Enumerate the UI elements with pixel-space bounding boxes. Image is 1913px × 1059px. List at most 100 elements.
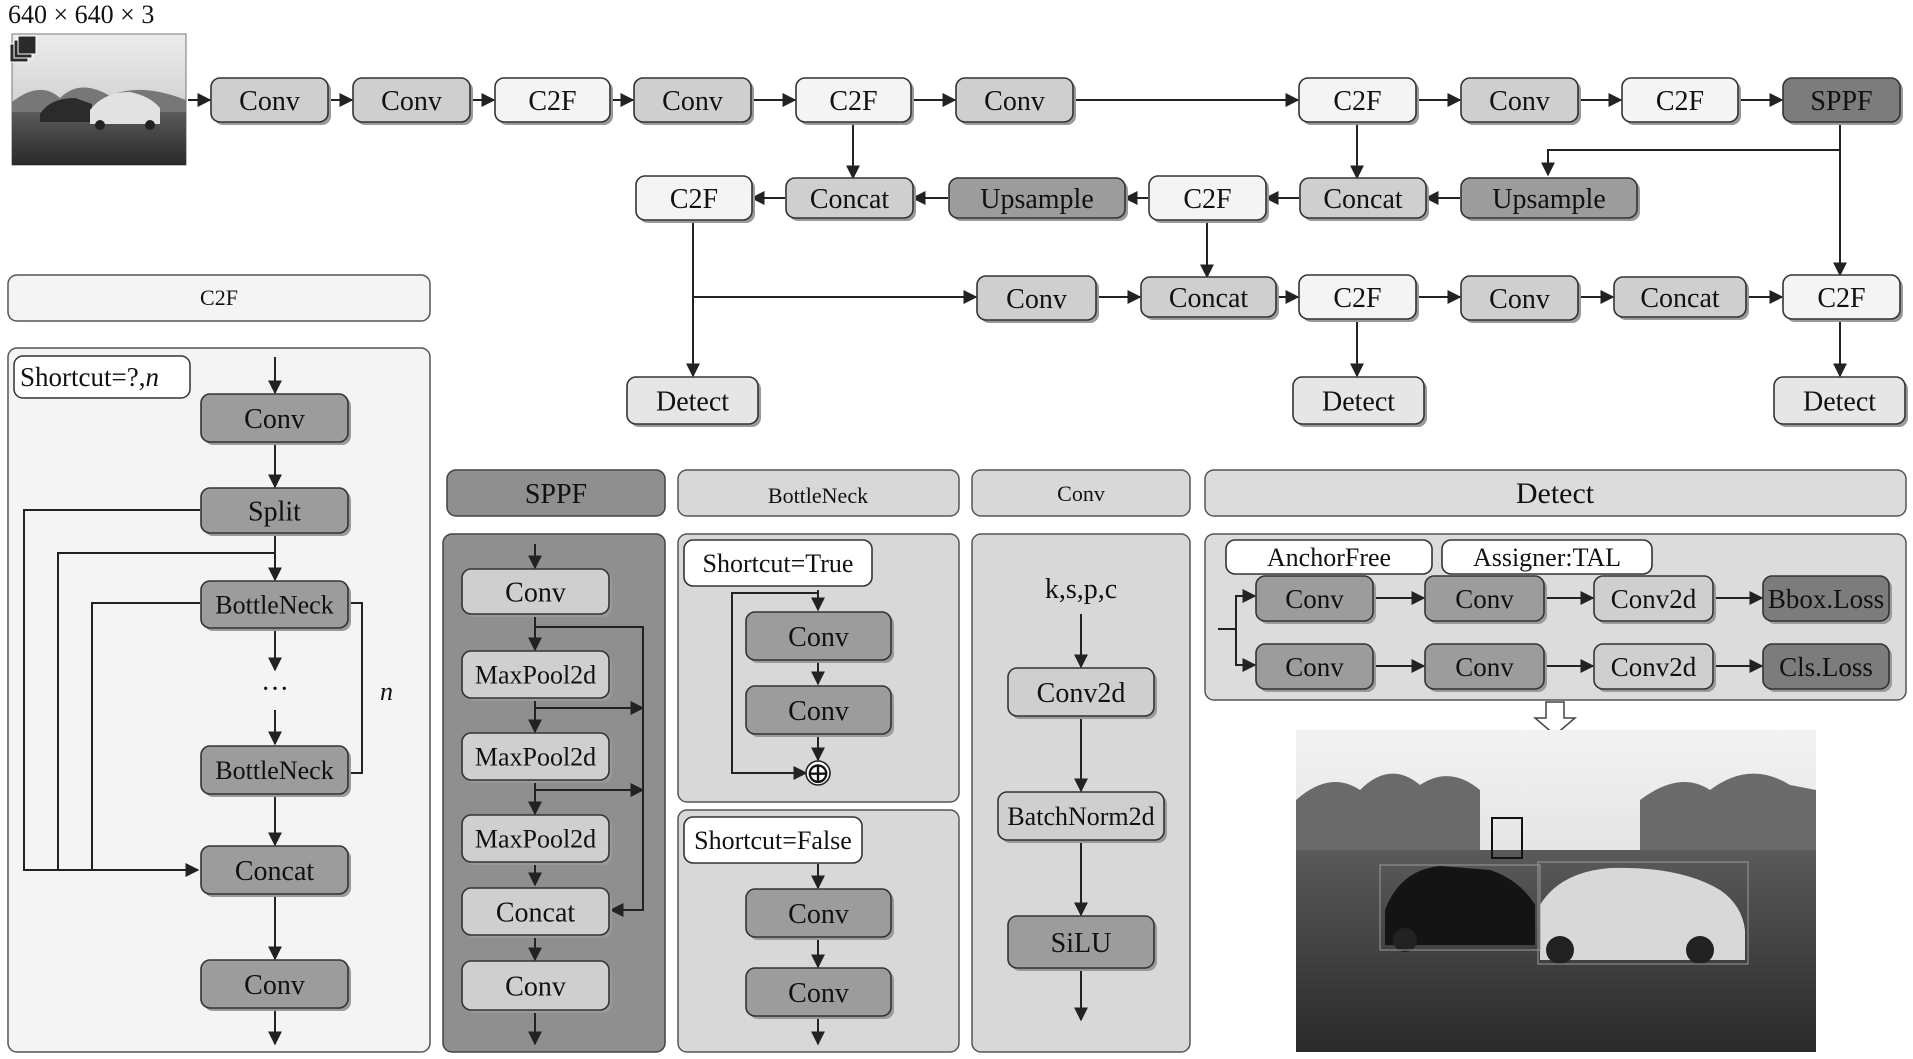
sppf-conv-5-node: Conv bbox=[461, 960, 612, 1013]
detect-row1-conv-node: Conv bbox=[1255, 575, 1376, 624]
detect-row2-conv-label: Conv bbox=[1455, 652, 1514, 682]
backbone-conv-5-node: Conv bbox=[955, 77, 1076, 125]
c2f-module-conv-6-label: Conv bbox=[244, 970, 305, 1001]
neck-row2-upsample-2-node: Upsample bbox=[948, 177, 1128, 221]
connector-lines bbox=[23, 93, 1847, 1046]
detect-head-2-node: Detect bbox=[1773, 376, 1908, 427]
neck-row3-conv-3-node: Conv bbox=[1460, 275, 1581, 323]
c2f-module-split-1-node: Split bbox=[200, 487, 351, 536]
backbone-c2f-8-label: C2F bbox=[1656, 86, 1704, 117]
bottleneck-false-conv-0-label: Conv bbox=[788, 899, 849, 930]
neck-row2-c2f-0-node: C2F bbox=[635, 175, 755, 223]
sppf-maxpool2d-3-node: MaxPool2d bbox=[461, 814, 612, 865]
bottleneck-add-icon: ⊕ bbox=[805, 757, 830, 790]
neck-row2-upsample-5-label: Upsample bbox=[1492, 184, 1606, 215]
bottleneck-module-title: BottleNeck bbox=[768, 483, 868, 508]
detect-row1-conv-label: Conv bbox=[1285, 584, 1344, 614]
conv-params-label: k,s,p,c bbox=[1045, 574, 1117, 605]
backbone-conv-1-node: Conv bbox=[352, 77, 473, 125]
c2f-module-ellipsis: ··· bbox=[261, 674, 289, 705]
sppf-module-title: SPPF bbox=[525, 479, 587, 510]
backbone-c2f-2-label: C2F bbox=[528, 86, 576, 117]
backbone-c2f-2-node: C2F bbox=[494, 77, 613, 125]
c2f-module-split-1-label: Split bbox=[248, 496, 301, 527]
backbone-c2f-4-node: C2F bbox=[795, 77, 914, 125]
bottleneck-module-header bbox=[677, 469, 960, 517]
conv-module-conv2d-node: Conv2d bbox=[1007, 667, 1157, 719]
bottleneck-true-conv-1-node: Conv bbox=[745, 685, 894, 737]
input-image bbox=[9, 33, 187, 166]
detect-module-panel bbox=[1204, 533, 1907, 701]
neck-row2-concat-1-label: Concat bbox=[810, 184, 890, 215]
backbone-conv-0-node: Conv bbox=[210, 77, 331, 125]
detect-tag-anchorfree-node: AnchorFree bbox=[1225, 539, 1433, 575]
sppf-conv-0-node: Conv bbox=[461, 568, 612, 617]
c2f-module-bottleneck-4-label: BottleNeck bbox=[215, 756, 333, 785]
input-shape-label: 640 × 640 × 3 bbox=[8, 0, 154, 29]
sppf-maxpool2d-1-node: MaxPool2d bbox=[461, 650, 612, 701]
c2f-module-concat-5-label: Concat bbox=[235, 856, 315, 887]
sppf-conv-5-label: Conv bbox=[505, 971, 566, 1002]
neck-row2-concat-4-node: Concat bbox=[1299, 177, 1429, 221]
neck-row3-concat-1-label: Concat bbox=[1169, 283, 1249, 314]
conv-module-batchnorm2d-node: BatchNorm2d bbox=[997, 791, 1167, 843]
output-arrow-icon bbox=[1532, 701, 1578, 736]
backbone-conv-3-label: Conv bbox=[662, 86, 723, 117]
backbone-c2f-8-node: C2F bbox=[1621, 77, 1741, 125]
backbone-sppf-9-node: SPPF bbox=[1782, 77, 1903, 125]
bottleneck-shortcut-false-node: Shortcut=False bbox=[683, 816, 863, 864]
bottleneck-add-circle bbox=[805, 760, 831, 786]
c2f-module-bottleneck-2-node: BottleNeck bbox=[200, 580, 351, 631]
bottleneck-false-conv-0-node: Conv bbox=[745, 888, 894, 940]
bottleneck-true-conv-0-label: Conv bbox=[788, 622, 849, 653]
neck-row3-c2f-5-label: C2F bbox=[1817, 283, 1865, 314]
c2f-module-bottleneck-4-node: BottleNeck bbox=[200, 745, 351, 797]
c2f-module-panel bbox=[7, 347, 431, 1053]
sppf-concat-4-label: Concat bbox=[496, 897, 576, 928]
sppf-conv-0-label: Conv bbox=[505, 577, 566, 608]
output-image bbox=[1296, 730, 1816, 1052]
detect-head-0-label: Detect bbox=[656, 386, 729, 417]
c2f-module-concat-5-node: Concat bbox=[200, 845, 351, 897]
detect-row1-bbox-loss-label: Bbox.Loss bbox=[1768, 584, 1884, 614]
backbone-conv-1-label: Conv bbox=[381, 86, 442, 117]
detect-row1-bbox-loss-node: Bbox.Loss bbox=[1762, 575, 1892, 624]
neck-row2-upsample-5-node: Upsample bbox=[1460, 177, 1640, 221]
detect-row2-conv-node: Conv bbox=[1424, 643, 1547, 692]
sppf-concat-4-node: Concat bbox=[461, 887, 612, 938]
detect-row1-conv-label: Conv bbox=[1455, 584, 1514, 614]
sppf-maxpool2d-3-label: MaxPool2d bbox=[475, 825, 596, 854]
sppf-module-header bbox=[446, 469, 666, 517]
neck-row2-c2f-3-node: C2F bbox=[1148, 175, 1269, 223]
backbone-c2f-4-label: C2F bbox=[829, 86, 877, 117]
bottleneck-true-conv-1-label: Conv bbox=[788, 696, 849, 727]
neck-row2-upsample-2-label: Upsample bbox=[980, 184, 1094, 215]
conv-module-batchnorm2d-label: BatchNorm2d bbox=[1007, 802, 1154, 831]
neck-row3-conv-0-node: Conv bbox=[976, 275, 1099, 323]
bottleneck-false-conv-1-node: Conv bbox=[745, 967, 894, 1019]
sppf-maxpool2d-2-label: MaxPool2d bbox=[475, 743, 596, 772]
c2f-module-conv-6-node: Conv bbox=[200, 959, 351, 1011]
neck-row2-c2f-3-label: C2F bbox=[1183, 184, 1231, 215]
detect-module-title: Detect bbox=[1516, 477, 1595, 510]
neck-row3-concat-4-node: Concat bbox=[1613, 276, 1749, 320]
conv-module-silu-label: SiLU bbox=[1051, 928, 1112, 959]
backbone-c2f-6-label: C2F bbox=[1333, 86, 1381, 117]
neck-row2-concat-4-label: Concat bbox=[1323, 184, 1403, 215]
detect-tag-assigner-label: Assigner:TAL bbox=[1473, 543, 1621, 572]
bottleneck-shortcut-true-node: Shortcut=True bbox=[683, 539, 873, 587]
conv-module-conv2d-label: Conv2d bbox=[1037, 678, 1126, 709]
c2f-shortcut-tag bbox=[13, 355, 191, 399]
detect-row2-conv-node: Conv bbox=[1255, 643, 1376, 692]
detect-row2-cls-loss-node: Cls.Loss bbox=[1762, 643, 1892, 692]
detect-head-1-label: Detect bbox=[1322, 386, 1395, 417]
c2f-shortcut-label: Shortcut=?,n bbox=[20, 362, 159, 392]
detect-row1-conv-node: Conv bbox=[1424, 575, 1547, 624]
detect-row2-conv2d-node: Conv2d bbox=[1593, 643, 1716, 692]
neck-row3-concat-1-node: Concat bbox=[1140, 276, 1279, 320]
detect-head-0-node: Detect bbox=[626, 376, 761, 427]
backbone-c2f-6-node: C2F bbox=[1298, 77, 1419, 125]
neck-row3-conv-3-label: Conv bbox=[1489, 284, 1550, 315]
